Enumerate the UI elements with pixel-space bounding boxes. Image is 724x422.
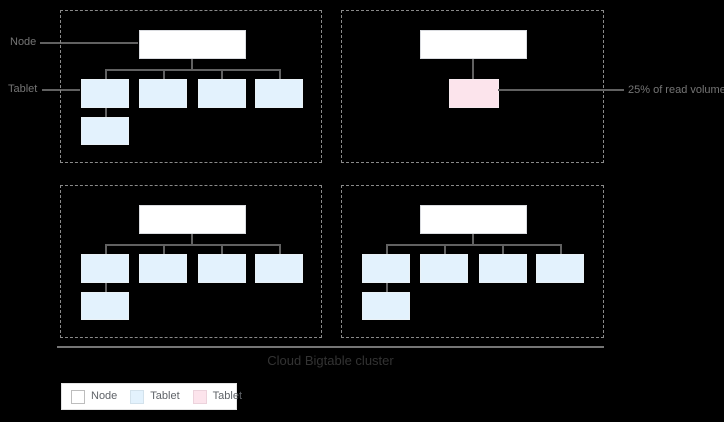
cluster-bracket-line <box>57 346 604 348</box>
node-label: Node <box>10 36 37 48</box>
connector-drop <box>444 244 446 254</box>
legend: Node Tablet Tablet <box>61 383 242 410</box>
connector-stub <box>191 59 193 69</box>
legend-item: Tablet <box>192 389 243 404</box>
legend-item: Node <box>71 389 118 404</box>
tablet-box <box>198 79 246 108</box>
tablet-box <box>362 254 410 283</box>
tablet-label: Tablet <box>8 83 38 95</box>
connector-drop <box>221 244 223 254</box>
connector-drop <box>386 244 388 254</box>
node-group-1 <box>60 10 322 163</box>
legend-label: Node <box>91 390 118 402</box>
connector-stub <box>472 234 474 244</box>
tablet-box <box>255 254 303 283</box>
tablet-box <box>479 254 527 283</box>
node-box <box>139 205 246 234</box>
connector-bar <box>105 69 281 71</box>
connector-drop <box>105 69 107 79</box>
connector-drop <box>163 69 165 79</box>
connector-sub-stub <box>105 108 107 117</box>
tablet-box <box>139 79 187 108</box>
connector-drop <box>105 244 107 254</box>
connector-drop <box>279 244 281 254</box>
connector-drop <box>163 244 165 254</box>
connector-drop <box>221 69 223 79</box>
node-box <box>420 205 527 234</box>
connector-bar <box>105 244 281 246</box>
tablet-box <box>81 117 129 145</box>
node-swatch <box>71 389 85 404</box>
node-group-3 <box>60 185 322 338</box>
tablet-pointer-line <box>42 89 80 91</box>
tablet-box <box>139 254 187 283</box>
connector-sub-stub <box>105 283 107 292</box>
connector-sub-stub <box>386 283 388 292</box>
tablet-box <box>255 79 303 108</box>
legend-label: Tablet <box>150 390 180 402</box>
node-box <box>139 30 246 59</box>
tablet-pink-swatch <box>192 389 207 404</box>
hot-tablet-box <box>449 79 499 108</box>
tablet-box <box>536 254 584 283</box>
tablet-box <box>81 79 129 108</box>
connector-stub <box>472 59 474 79</box>
tablet-box <box>81 292 129 320</box>
connector-drop <box>560 244 562 254</box>
connector-stub <box>191 234 193 244</box>
legend-label: Tablet <box>212 390 243 402</box>
node-group-4 <box>341 185 604 338</box>
node-group-2 <box>341 10 604 163</box>
read-volume-label: 25% of read volume <box>628 84 724 96</box>
tablet-box <box>81 254 129 283</box>
connector-drop <box>279 69 281 79</box>
tablet-box <box>362 292 410 320</box>
node-box <box>420 30 527 59</box>
tablet-box <box>420 254 468 283</box>
tablet-blue-swatch <box>130 389 145 404</box>
read-volume-pointer-line <box>498 89 624 91</box>
tablet-box <box>198 254 246 283</box>
node-pointer-line <box>40 42 138 44</box>
connector-bar <box>386 244 562 246</box>
legend-item: Tablet <box>130 389 180 404</box>
cluster-title: Cloud Bigtable cluster <box>267 353 394 368</box>
connector-drop <box>502 244 504 254</box>
